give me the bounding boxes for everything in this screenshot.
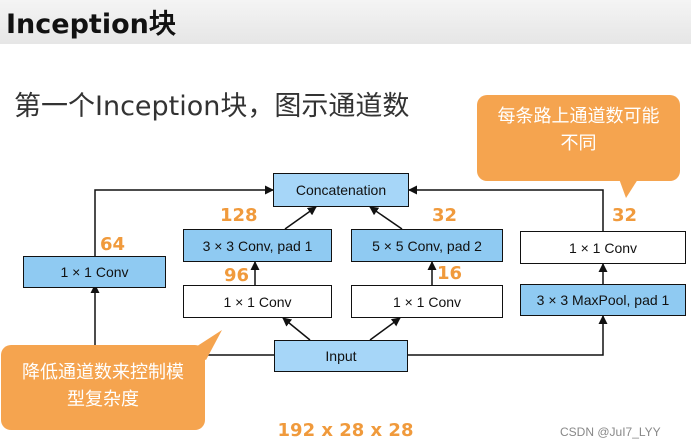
edge-b4-conv-to-concat [408, 185, 604, 231]
branch3-channels-16: 16 [437, 263, 463, 284]
edge-b1-conv-to-concat [94, 185, 274, 256]
branch1-conv1x1-node: 1 × 1 Conv [23, 256, 166, 288]
input-node: Input [274, 340, 408, 372]
concatenation-node: Concatenation [273, 173, 409, 207]
edge-input-to-branch3 [369, 317, 401, 341]
input-dimensions: 192 x 28 x 28 [277, 420, 414, 441]
branch1-channels-64: 64 [100, 234, 126, 255]
branch3-conv5x5-node: 5 × 5 Conv, pad 2 [351, 229, 503, 262]
branch3-channels-32: 32 [432, 205, 458, 226]
branch4-maxpool-node: 3 × 3 MaxPool, pad 1 [520, 284, 686, 316]
branch4-channels-32: 32 [612, 205, 638, 226]
branch2-channels-128: 128 [220, 205, 258, 226]
slide-subtitle: 第一个Inception块，图示通道数 [14, 91, 410, 122]
branch3-conv1x1-node: 1 × 1 Conv [351, 285, 503, 318]
watermark: CSDN @JuI7_LYY [560, 425, 661, 439]
branch2-conv1x1-node: 1 × 1 Conv [183, 285, 332, 318]
edge-b2-conv3-to-concat [284, 206, 317, 230]
title-bar [0, 0, 691, 44]
edge-input-to-branch4 [408, 315, 608, 356]
edge-b3-conv5-to-concat [369, 206, 403, 230]
branch4-conv1x1-node: 1 × 1 Conv [520, 231, 686, 264]
left-callout: 降低通道数来控制模型复杂度 [1, 345, 205, 430]
edge-input-to-branch2 [282, 317, 311, 341]
slide-title: Inception块 [6, 9, 176, 40]
right-callout: 每条路上通道数可能不同 [477, 95, 680, 181]
branch2-conv3x3-node: 3 × 3 Conv, pad 1 [183, 229, 332, 262]
branch2-channels-96: 96 [224, 265, 250, 286]
right-callout-tail [618, 176, 640, 198]
